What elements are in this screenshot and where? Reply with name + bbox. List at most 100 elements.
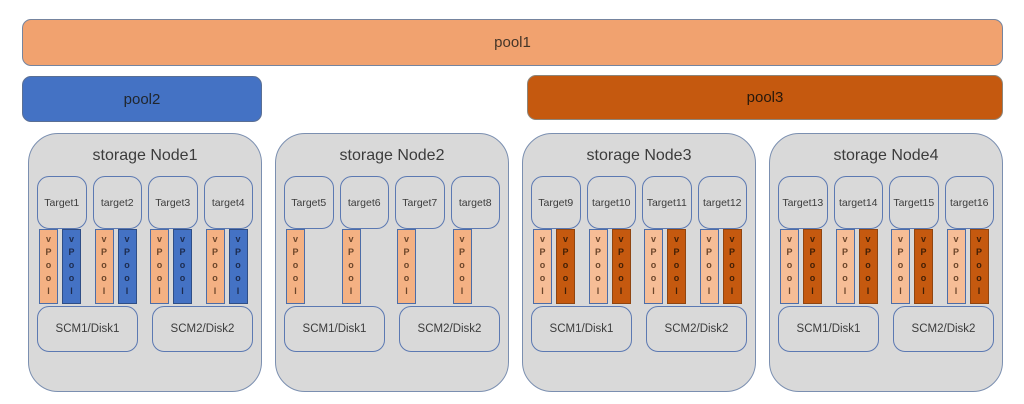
vpool-letter: v [809,234,815,244]
target-box: Target11 [642,176,692,229]
vpool-letter: o [976,273,982,283]
vpool-letter: o [459,260,465,270]
vpool-letter: P [786,247,793,257]
vpool-letter: v [348,234,354,244]
scm-disk-box: SCM1/Disk1 [37,306,138,352]
vpool-letter: v [953,234,959,244]
target-box: Target15 [889,176,939,229]
vpool-letter: v [68,234,74,244]
scm-disk-box: SCM1/Disk1 [778,306,879,352]
vpool-letter: o [101,260,107,270]
vpool-letter: o [897,260,904,270]
vpool-letter: o [976,260,982,270]
vpool-letter: l [954,286,958,296]
vpool-letter: P [179,247,186,257]
vpool-letter: l [102,286,106,296]
vpool-letter: P [539,247,546,257]
vpool-letter: P [975,247,982,257]
vpool-letter: P [403,247,410,257]
vpool-letter: P [673,247,680,257]
vpool-letter: l [125,286,129,296]
vpool-letter: v [618,234,624,244]
vpool-letter: o [68,273,75,283]
vpool-letter: P [705,247,712,257]
vpool-letter: o [920,273,927,283]
vpool-letter: P [292,247,299,257]
vpool-letter: P [594,247,601,257]
pool3-bar: pool3 [527,75,1003,120]
vpool-letter: o [786,273,793,283]
vpool-letter: l [236,286,240,296]
vpool-letter: o [101,273,107,283]
pool3-label: pool3 [746,89,784,106]
vpool-letter: v [842,234,848,244]
vpool-letter: l [181,286,184,296]
node-title: storage Node3 [586,147,692,164]
vpool-letter: o [650,260,657,270]
vpool-letter: l [460,286,464,296]
vpool-letter: o [809,260,816,270]
vpool-letter: l [405,286,408,296]
vpool-letter: o [562,273,569,283]
vpool-letter: l [730,286,734,296]
vpool-letter: l [811,286,814,296]
vpool-letter: o [618,273,624,283]
vpool-letter: v [786,234,792,244]
target-box: Target13 [778,176,828,229]
vpool-letter: l [564,286,567,296]
vpool-letter: o [45,273,52,283]
vpool-letter: l [652,286,655,296]
vpool-letter: o [179,273,186,283]
vpool-letter: o [292,260,299,270]
target-box: Target7 [395,176,445,229]
pool2-label: pool2 [123,90,161,108]
vpool-letter: o [459,273,465,283]
vpool-letter: P [100,247,107,257]
vpool-letter: v [459,234,465,244]
vpool-letter: v [595,234,601,244]
vpool-letter: o [403,273,410,283]
vpool-letter: P [841,247,848,257]
vpool-letter: o [348,273,354,283]
target-box: target8 [450,176,500,229]
scm-disk-box: SCM2/Disk2 [893,306,994,352]
scm-disk-box: SCM2/Disk2 [152,306,253,352]
vpool-letter: v [976,234,982,244]
vpool-letter: P [45,247,52,257]
vpool-letter: P [897,247,904,257]
node-title: storage Node1 [92,147,198,164]
vpool-letter: o [842,260,848,270]
vpool-letter: v [865,234,871,244]
vpool-letter: o [706,260,712,270]
vpool-letter: o [897,273,904,283]
pool1-bar: pool1 [22,19,1003,66]
